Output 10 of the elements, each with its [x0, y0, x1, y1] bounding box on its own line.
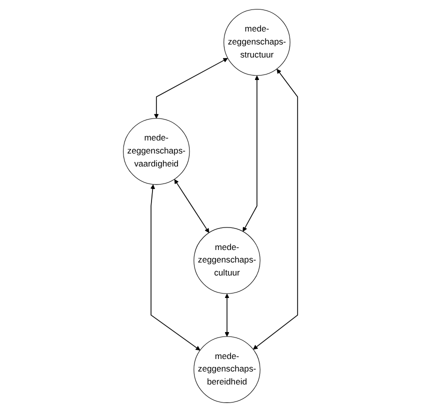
node-circle: mede- zeggenschaps- structuur: [224, 9, 290, 76]
node-circle: mede- zeggenschaps- vaardigheid: [123, 118, 190, 185]
arrow: [174, 179, 210, 233]
arrow: [224, 294, 230, 337]
arrow: [253, 68, 298, 350]
node-circle: mede- zeggenschaps- cultuur: [194, 227, 260, 294]
arrow: [242, 75, 260, 232]
node-circle: mede- zeggenschaps- bereidheid: [194, 336, 260, 403]
arrow: [154, 58, 228, 119]
arrow: [150, 184, 200, 350]
